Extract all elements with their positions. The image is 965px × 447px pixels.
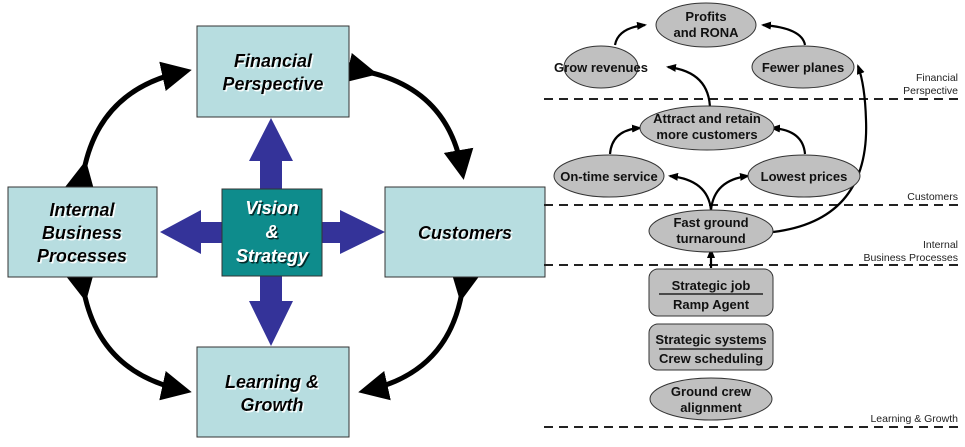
node-fewer-planes: Fewer planes (751, 45, 855, 89)
strategic-systems-label: Strategic systems (655, 332, 766, 347)
node-strategic-systems: Strategic systems Crew scheduling (648, 323, 774, 371)
arrow-left-to-internal (160, 210, 222, 254)
ground-crew-label-2: alignment (680, 400, 742, 415)
map-nodes: Profits and RONA Grow revenues Fewer pla… (553, 2, 861, 421)
curved-arrows (65, 52, 481, 401)
vision-label-3: Strategy (236, 246, 309, 266)
conn-lowest-to-attract (770, 124, 807, 155)
node-strategic-job: Strategic job Ramp Agent (648, 268, 774, 317)
conn-fast-to-fewer (772, 64, 868, 234)
layer-separators (544, 98, 958, 428)
fast-ground-label-1: Fast ground (673, 215, 748, 230)
conn-grow-to-profits (613, 21, 647, 46)
ramp-agent-label: Ramp Agent (673, 297, 750, 312)
customers-label: Customers (418, 223, 512, 243)
customers-box: Customers (384, 186, 546, 278)
learning-growth-box: Learning & Growth (196, 346, 350, 438)
conn-fast-to-ontime (668, 172, 713, 211)
profits-label-1: Profits (685, 9, 726, 24)
lowest-prices-label: Lowest prices (761, 169, 848, 184)
layer-internal-1: Internal (923, 239, 958, 251)
arrow-down-to-learning (249, 276, 293, 346)
vision-label-1: Vision (245, 198, 298, 218)
node-grow-revenues: Grow revenues (554, 45, 648, 89)
attract-label-2: more customers (656, 127, 757, 142)
curve-financial-customers (345, 52, 474, 180)
learning-label-2: Growth (241, 395, 304, 415)
conn-fewer-to-profits (761, 21, 807, 46)
conn-attract-to-grow (666, 63, 712, 111)
attract-label-1: Attract and retain (653, 111, 761, 126)
center-arrows (160, 118, 385, 346)
learning-label-1: Learning & (225, 372, 319, 392)
arrow-right-to-customers (322, 210, 385, 254)
internal-label-3: Processes (37, 246, 127, 266)
layer-financial-2: Perspective (903, 85, 958, 97)
profits-label-2: and RONA (674, 25, 740, 40)
ground-crew-label-1: Ground crew (671, 384, 752, 399)
balanced-scorecard-diagram: Financial Perspective Internal Business … (7, 25, 546, 438)
conn-ontime-to-attract (608, 124, 642, 155)
layer-internal-2: Business Processes (863, 252, 958, 264)
layer-labels: Financial Perspective Customers Internal… (863, 72, 958, 425)
node-on-time-service: On-time service (553, 154, 665, 198)
vision-strategy-box: Vision & Strategy (221, 188, 323, 277)
node-fast-ground-turnaround: Fast ground turnaround (648, 209, 774, 253)
node-lowest-prices: Lowest prices (747, 154, 861, 198)
layer-financial-1: Financial (916, 72, 958, 84)
strategy-map-diagram: Financial Perspective Customers Internal… (544, 2, 958, 428)
financial-label-2: Perspective (222, 74, 323, 94)
financial-label-1: Financial (234, 51, 313, 71)
financial-perspective-box: Financial Perspective (196, 25, 350, 118)
grow-revenues-label: Grow revenues (554, 60, 648, 75)
internal-label-2: Business (42, 223, 122, 243)
conn-fast-to-lowest (709, 172, 750, 211)
crew-scheduling-label: Crew scheduling (659, 351, 763, 366)
on-time-label: On-time service (560, 169, 658, 184)
arrow-up-to-financial (249, 118, 293, 189)
internal-label-1: Internal (49, 200, 115, 220)
curve-internal-financial (65, 61, 192, 193)
layer-learning: Learning & Growth (870, 413, 958, 425)
strategic-job-label: Strategic job (672, 278, 751, 293)
layer-customers: Customers (907, 191, 958, 203)
node-attract-retain: Attract and retain more customers (639, 105, 775, 151)
curve-customers-learning (358, 269, 481, 401)
curve-internal-learning (65, 269, 192, 401)
fast-ground-label-2: turnaround (676, 231, 745, 246)
node-ground-crew-alignment: Ground crew alignment (649, 377, 773, 421)
map-connectors (608, 21, 868, 268)
vision-label-2: & (266, 222, 279, 242)
internal-business-processes-box: Internal Business Processes (7, 186, 158, 278)
fewer-planes-label: Fewer planes (762, 60, 844, 75)
node-profits-rona: Profits and RONA (655, 2, 757, 48)
